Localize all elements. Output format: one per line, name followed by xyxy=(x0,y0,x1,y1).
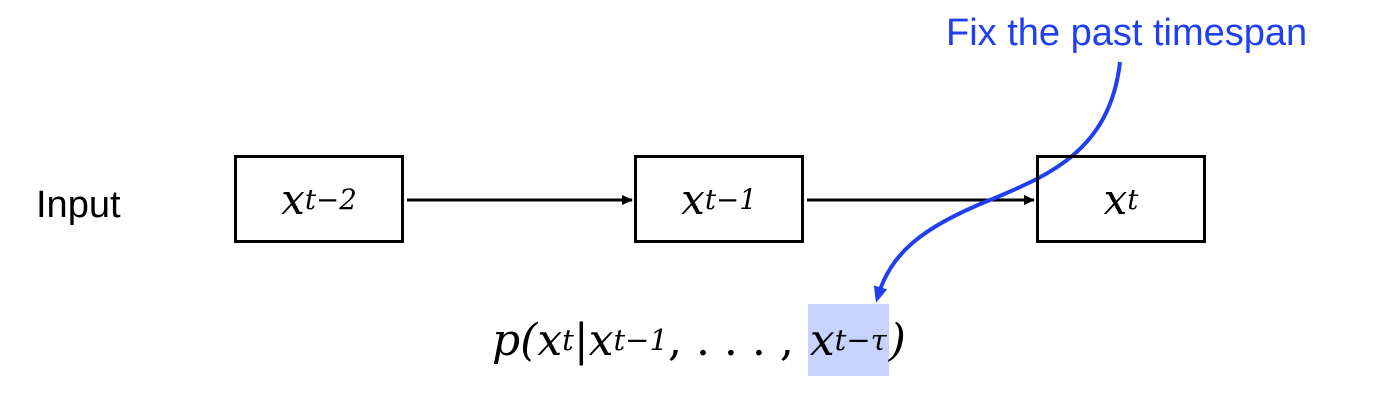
node-subscript: t−1 xyxy=(704,182,757,216)
node-var: x xyxy=(1103,174,1128,224)
node-subscript: t xyxy=(1127,182,1139,216)
formula-highlight-var: x xyxy=(809,314,835,366)
formula-target-sub: t xyxy=(562,323,574,357)
node-var: x xyxy=(681,174,705,224)
formula-conditional-bar: | xyxy=(573,314,589,366)
formula-highlight-sub: t−τ xyxy=(834,323,887,357)
formula-close: ) xyxy=(888,314,906,366)
formula-given-sub: t−1 xyxy=(613,323,668,357)
annotation-label: Fix the past timespan xyxy=(946,12,1308,54)
formula-target-var: x xyxy=(537,314,563,366)
formula-ellipsis: , . . . , xyxy=(667,314,808,366)
formula-given-var: x xyxy=(588,314,614,366)
annotation-arrow xyxy=(873,61,1122,303)
node-subscript: t−2 xyxy=(304,182,357,216)
formula-function: p( xyxy=(492,314,538,366)
row-label: Input xyxy=(36,184,121,226)
node-var: x xyxy=(281,174,305,224)
